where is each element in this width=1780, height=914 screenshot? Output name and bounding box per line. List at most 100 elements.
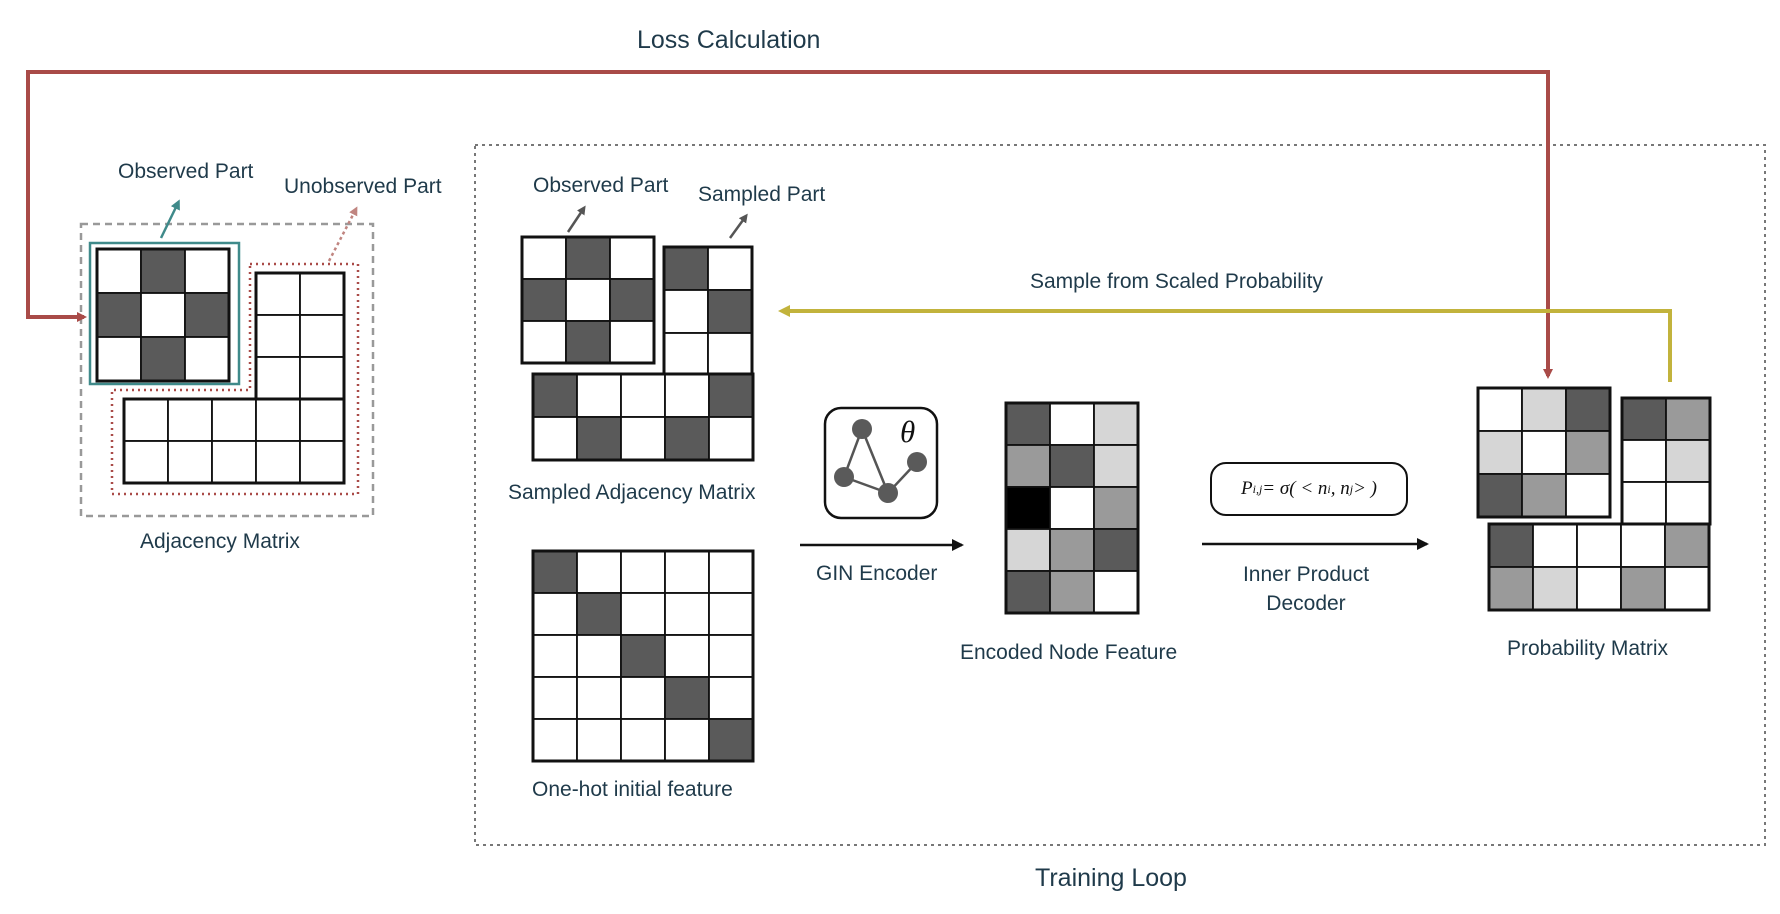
matrix-cell [1521, 430, 1567, 475]
unobserved-part-outline [110, 262, 360, 496]
adjacency-observed-matrix [95, 247, 231, 383]
matrix-cell [609, 320, 655, 364]
matrix-cell [708, 718, 754, 762]
matrix-cell [708, 550, 754, 594]
unobserved-part-label: Unobserved Part [284, 175, 442, 198]
matrix-cell [299, 272, 345, 316]
matrix-cell [532, 550, 578, 594]
matrix-cell [532, 718, 578, 762]
matrix-border [1004, 401, 1140, 615]
encoded-node-feature-matrix [1004, 401, 1140, 615]
matrix-cell [1005, 402, 1051, 446]
matrix-cell [521, 236, 567, 280]
matrix-cell [255, 440, 301, 484]
matrix-border [1487, 522, 1711, 612]
matrix-cell [184, 248, 230, 294]
matrix-cell [708, 592, 754, 636]
matrix-cell [664, 592, 710, 636]
matrix-cell [1049, 444, 1095, 488]
matrix-cell [707, 332, 753, 377]
matrix-cell [565, 278, 611, 322]
matrix-cell [1093, 402, 1139, 446]
matrix-cell [521, 320, 567, 364]
matrix-cell [609, 278, 655, 322]
matrix-cell [299, 314, 345, 358]
matrix-cell [211, 398, 257, 442]
matrix-cell [1664, 566, 1710, 611]
matrix-cell [521, 278, 567, 322]
matrix-cell [1532, 566, 1578, 611]
matrix-cell [96, 336, 142, 382]
matrix-border [531, 549, 755, 763]
matrix-border [520, 235, 656, 365]
matrix-cell [664, 634, 710, 678]
matrix-cell [620, 373, 666, 418]
probability-observed-matrix [1476, 386, 1612, 519]
matrix-cell [1576, 566, 1622, 611]
matrix-cell [1049, 402, 1095, 446]
matrix-cell [1620, 523, 1666, 568]
observed-part-right-label: Observed Part [533, 174, 669, 197]
matrix-cell [664, 676, 710, 720]
matrix-cell [620, 416, 666, 461]
matrix-cell [532, 373, 578, 418]
one-hot-initial-feature-label: One-hot initial feature [532, 778, 733, 801]
matrix-cell [576, 676, 622, 720]
matrix-cell [1620, 566, 1666, 611]
matrix-cell [1665, 439, 1711, 483]
adjacency-unobserved-column-matrix [254, 271, 346, 401]
unobserved-part-arrow [327, 206, 358, 262]
sampled-column-matrix [662, 245, 754, 378]
adjacency-matrix-label: Adjacency Matrix [140, 530, 300, 553]
matrix-cell [620, 550, 666, 594]
matrix-cell [1049, 528, 1095, 572]
matrix-cell [1093, 528, 1139, 572]
matrix-cell [1565, 430, 1611, 475]
matrix-cell [707, 289, 753, 334]
matrix-cell [576, 416, 622, 461]
matrix-cell [708, 676, 754, 720]
matrix-cell [664, 550, 710, 594]
matrix-cell [576, 373, 622, 418]
matrix-cell [211, 440, 257, 484]
matrix-cell [167, 440, 213, 484]
matrix-cell [1005, 444, 1051, 488]
matrix-cell [620, 634, 666, 678]
matrix-cell [1093, 444, 1139, 488]
formula-p: P [1241, 478, 1253, 499]
matrix-cell [1621, 439, 1667, 483]
matrix-cell [255, 272, 301, 316]
matrix-cell [1565, 473, 1611, 518]
matrix-cell [576, 550, 622, 594]
matrix-cell [576, 718, 622, 762]
loss-calculation-label: Loss Calculation [637, 26, 821, 54]
observed-part-left-arrow [159, 199, 180, 239]
matrix-cell [167, 398, 213, 442]
matrix-cell [299, 440, 345, 484]
matrix-cell [532, 592, 578, 636]
encoded-node-feature-label: Encoded Node Feature [960, 641, 1178, 664]
matrix-cell [663, 289, 709, 334]
matrix-cell [140, 248, 186, 294]
matrix-cell [565, 320, 611, 364]
matrix-cell [140, 292, 186, 338]
matrix-cell [184, 292, 230, 338]
matrix-cell [1005, 528, 1051, 572]
matrix-cell [1093, 486, 1139, 530]
matrix-cell [1049, 486, 1095, 530]
matrix-cell [664, 718, 710, 762]
matrix-cell [1664, 523, 1710, 568]
sampled-part-label: Sampled Part [698, 183, 826, 206]
matrix-cell [1532, 523, 1578, 568]
formula-ni-sub: i [1327, 481, 1331, 496]
matrix-border [95, 247, 231, 383]
matrix-cell [255, 356, 301, 400]
matrix-border [122, 397, 346, 485]
training-loop-label: Training Loop [1035, 864, 1187, 892]
observed-part-right-arrow [566, 205, 586, 233]
matrix-cell [1521, 473, 1567, 518]
matrix-border [1476, 386, 1612, 519]
matrix-cell [663, 246, 709, 291]
